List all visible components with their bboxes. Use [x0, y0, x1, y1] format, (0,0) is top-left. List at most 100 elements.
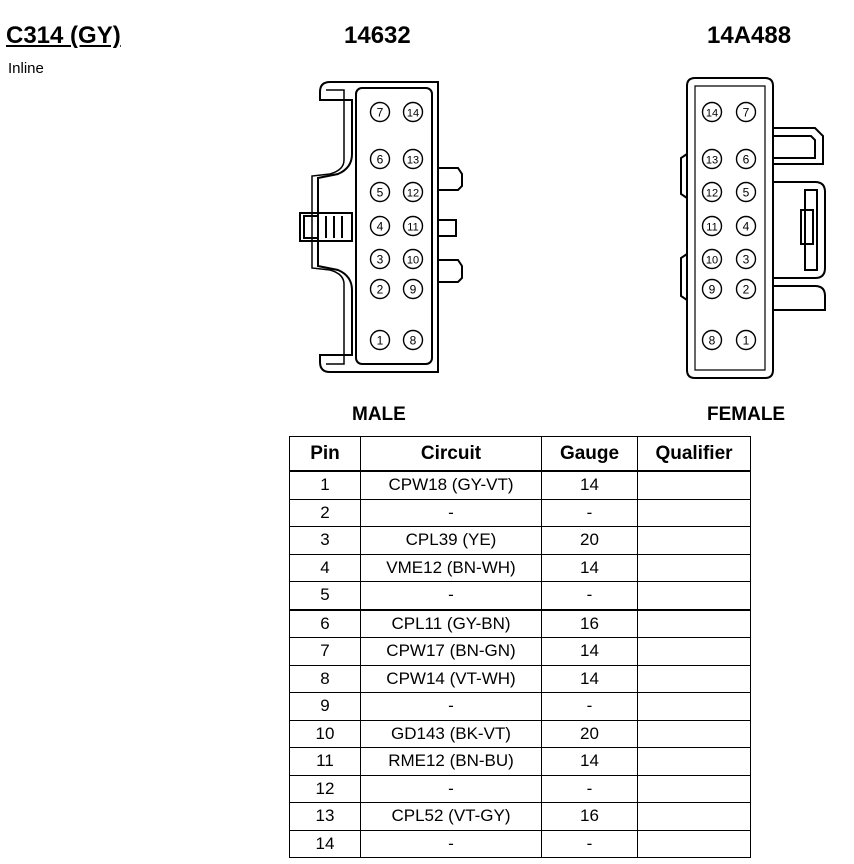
pin-number: 1: [743, 333, 750, 347]
pin-number: 11: [706, 221, 717, 233]
pin-circle: [701, 329, 723, 351]
gauge-cell: 14: [541, 637, 638, 666]
pin-number: 11: [407, 221, 418, 233]
pin-circle: [701, 181, 723, 203]
qualifier-cell: [637, 608, 751, 638]
pin-circle: [369, 148, 391, 170]
qualifier-cell: [637, 581, 751, 610]
table-row: 9--: [289, 692, 751, 721]
circuit-cell: CPW18 (GY-VT): [360, 470, 542, 500]
circuit-cell: VME12 (BN-WH): [360, 553, 542, 582]
pin-number: 3: [377, 252, 384, 266]
pin-number: 4: [743, 219, 750, 233]
circuit-cell: -: [360, 829, 542, 858]
pin-number: 13: [407, 154, 419, 166]
qualifier-cell: [637, 637, 751, 666]
pin-circle: [369, 101, 391, 123]
qualifier-cell: [637, 470, 751, 500]
gauge-cell: 16: [541, 608, 638, 638]
pin-circle: [701, 278, 723, 300]
pin-number: 14: [407, 107, 419, 119]
table-row: 12--: [289, 774, 751, 803]
pin-number: 3: [743, 252, 750, 266]
pin-cell: 13: [289, 802, 361, 831]
gauge-cell: 20: [541, 526, 638, 555]
gauge-cell: -: [541, 829, 638, 858]
pin-circle: [369, 329, 391, 351]
gauge-cell: 14: [541, 747, 638, 776]
gauge-cell: 20: [541, 719, 638, 748]
gauge-cell: 14: [541, 470, 638, 500]
circuit-cell: CPL11 (GY-BN): [360, 608, 542, 638]
circuit-cell: RME12 (BN-BU): [360, 747, 542, 776]
pin-circle: [402, 181, 424, 203]
pin-circle: [369, 215, 391, 237]
male-label: MALE: [352, 404, 406, 425]
pin-circle: [369, 248, 391, 270]
pin-circle: [402, 248, 424, 270]
circuit-cell: GD143 (BK-VT): [360, 719, 542, 748]
gauge-column-header: Gauge: [541, 436, 638, 472]
pin-circle: [735, 215, 757, 237]
pin-cell: 10: [289, 719, 361, 748]
pin-cell: 1: [289, 470, 361, 500]
qualifier-cell: [637, 719, 751, 748]
pin-circle: [735, 248, 757, 270]
pin-number: 2: [377, 282, 384, 296]
circuit-cell: -: [360, 498, 542, 527]
pin-number: 13: [706, 154, 718, 166]
qualifier-cell: [637, 664, 751, 693]
pin-circle: [402, 148, 424, 170]
pin-number: 2: [743, 282, 750, 296]
gauge-cell: -: [541, 498, 638, 527]
pin-cell: 5: [289, 581, 361, 610]
qualifier-cell: [637, 553, 751, 582]
pin-circle: [369, 181, 391, 203]
qualifier-cell: [637, 802, 751, 831]
circuit-cell: -: [360, 774, 542, 803]
gauge-cell: -: [541, 581, 638, 610]
pin-circle: [402, 215, 424, 237]
pin-number: 8: [410, 333, 417, 347]
circuit-cell: -: [360, 692, 542, 721]
pin-circle: [735, 278, 757, 300]
circuit-cell: CPW17 (BN-GN): [360, 637, 542, 666]
pin-number: 10: [407, 254, 419, 266]
pin-number: 12: [407, 187, 419, 199]
connector-title: C314 (GY): [6, 22, 121, 49]
pin-column-header: Pin: [289, 436, 361, 472]
pin-circle: [735, 148, 757, 170]
pin-cell: 9: [289, 692, 361, 721]
qualifier-cell: [637, 498, 751, 527]
female-part-number: 14A488: [707, 22, 792, 49]
pin-cell: 8: [289, 664, 361, 693]
gauge-cell: -: [541, 774, 638, 803]
pin-circle: [735, 329, 757, 351]
table-row: 2--: [289, 498, 751, 527]
qualifier-cell: [637, 774, 751, 803]
pin-cell: 7: [289, 637, 361, 666]
qualifier-cell: [637, 526, 751, 555]
pin-number: 9: [410, 282, 417, 296]
pin-number: 5: [377, 185, 384, 199]
pin-number: 12: [706, 187, 718, 199]
pin-number: 14: [706, 107, 718, 119]
table-header-row: Pin Circuit Gauge Qualifier: [289, 436, 751, 472]
pin-circle: [701, 148, 723, 170]
connector-location: Inline: [8, 60, 44, 77]
circuit-cell: CPL39 (YE): [360, 526, 542, 555]
circuit-column-header: Circuit: [360, 436, 542, 472]
pin-circle: [735, 181, 757, 203]
qualifier-cell: [637, 747, 751, 776]
